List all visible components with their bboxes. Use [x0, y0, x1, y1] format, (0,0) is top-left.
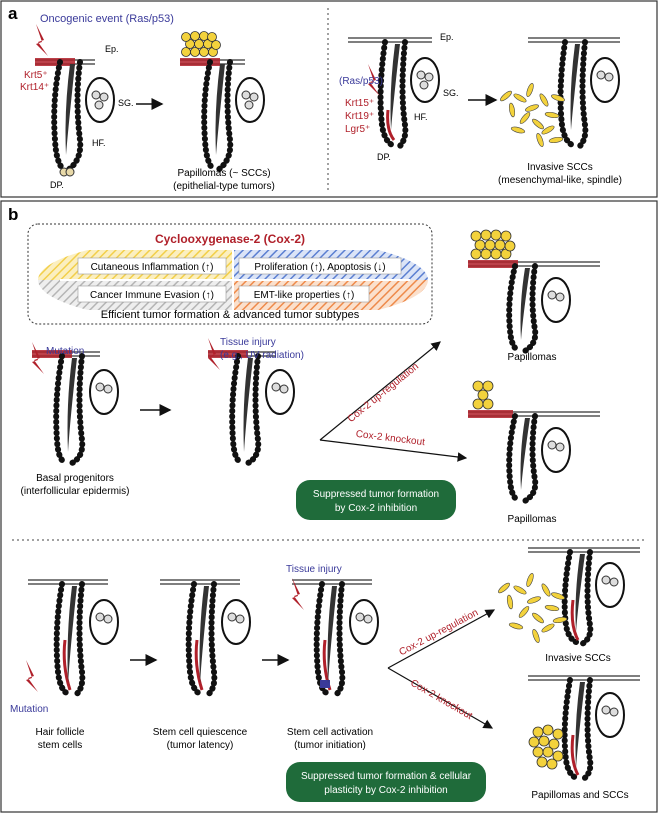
suppressed-box — [296, 480, 456, 520]
panel-b-label: b — [8, 205, 18, 224]
suppressed-text: by Cox-2 inhibition — [335, 503, 417, 514]
hf-label: HF. — [414, 112, 428, 122]
follicle-papilloma-bottom — [468, 380, 600, 505]
arrow-up-regulation — [387, 609, 496, 669]
cox2-up-label: Cox-2 up-regulation — [397, 607, 480, 658]
quad-inflammation: Cutaneous Inflammation (↑) — [91, 262, 214, 273]
panel-a-frame — [0, 0, 658, 198]
basal-label: Basal progenitors — [36, 473, 114, 484]
cox2-box — [27, 223, 433, 325]
uv-label: (e.g., UV radiation) — [220, 350, 304, 361]
sg-label: SG. — [443, 88, 459, 98]
arrow-up-regulation — [319, 341, 441, 441]
dp-label: DP. — [50, 180, 64, 190]
krt15-label: Krt15⁺ — [345, 98, 374, 109]
quiescence-sublabel: (tumor latency) — [167, 740, 234, 751]
mutation-label: Mutation — [46, 346, 84, 357]
hfsc-label: Hair follicle — [36, 727, 85, 738]
oncogenic-event-label: Oncogenic event (Ras/p53) — [40, 13, 174, 25]
papillomas-label: Papillomas — [508, 514, 557, 525]
tissue-injury-label: Tissue injury — [286, 564, 342, 575]
invasive-label: Invasive SCCs — [545, 653, 611, 664]
follicle-activation — [292, 579, 379, 699]
lightning-icon — [208, 338, 220, 370]
hfsc-sublabel: stem cells — [38, 740, 82, 751]
cox2-title: Cyclooxygenase-2 (Cox-2) — [155, 232, 305, 246]
ep-label: Ep. — [105, 44, 119, 54]
lightning-icon — [292, 578, 304, 610]
mutation-label: Mutation — [10, 704, 48, 715]
krt19-label: Krt19⁺ — [345, 111, 374, 122]
follicle-basal — [32, 350, 119, 467]
quad-box — [77, 285, 227, 303]
panel-b-frame — [0, 200, 658, 813]
arrow-knockout — [387, 667, 494, 729]
papillomas-label: Papillomas (~ SCCs) — [177, 168, 270, 179]
tissue-injury-label: Tissue injury — [220, 337, 276, 348]
follicle-papilloma-top — [468, 229, 600, 355]
papillomas-sublabel: (epithelial-type tumors) — [173, 181, 275, 192]
arrow-knockout — [319, 439, 468, 462]
cox2-up-label: Cox-2 up-regulation — [346, 361, 421, 425]
follicle-papillomas-sccs — [528, 675, 640, 783]
krt5-label: Krt5⁺ — [24, 70, 48, 81]
efficient-text: Efficient tumor formation & advanced tum… — [101, 309, 360, 321]
activation-sublabel: (tumor initiation) — [294, 740, 366, 751]
suppressed-text: plasticity by Cox-2 inhibition — [324, 785, 447, 796]
papillomas-label: Papillomas — [508, 352, 557, 363]
follicle-a4 — [500, 37, 620, 151]
ras-p53-label: (Ras/p53) — [339, 76, 383, 87]
papillomas-sccs-label: Papillomas and SCCs — [531, 790, 628, 801]
lightning-icon — [32, 342, 44, 374]
quad-emt: EMT-like properties (↑) — [254, 290, 355, 301]
quad-box — [238, 257, 402, 275]
quad-box — [77, 257, 227, 275]
dp-label: DP. — [377, 152, 391, 162]
quad-box — [238, 285, 370, 303]
quad-immune: Cancer Immune Evasion (↑) — [90, 290, 214, 301]
follicle-a3 — [348, 37, 440, 151]
quad-proliferation: Proliferation (↑), Apoptosis (↓) — [254, 262, 385, 273]
follicle-injury-upper — [208, 350, 295, 467]
suppressed-box — [286, 762, 486, 802]
hf-label: HF. — [92, 138, 106, 148]
follicle-a2 — [180, 31, 265, 173]
follicle-quiescence — [160, 579, 251, 699]
invasive-sublabel: (mesenchymal-like, spindle) — [498, 175, 622, 186]
suppressed-text: Suppressed tumor formation & cellular — [301, 771, 472, 782]
follicle-invasive — [498, 547, 640, 647]
quiescence-label: Stem cell quiescence — [153, 727, 248, 738]
activation-label: Stem cell activation — [287, 727, 373, 738]
suppressed-text: Suppressed tumor formation — [313, 489, 439, 500]
basal-sublabel: (interfollicular epidermis) — [21, 486, 130, 497]
invasive-label: Invasive SCCs — [527, 162, 593, 173]
ep-label: Ep. — [440, 32, 454, 42]
cox2-ko-label: Cox-2 knockout — [408, 678, 474, 722]
panel-a-label: a — [8, 4, 18, 23]
lgr5-label: Lgr5⁺ — [345, 124, 370, 135]
follicle-a1 — [35, 58, 115, 177]
sg-label: SG. — [118, 98, 134, 108]
krt14-label: Krt14⁺ — [20, 82, 49, 93]
lightning-icon — [26, 660, 38, 692]
follicle-hfsc — [28, 579, 119, 699]
lightning-icon — [368, 64, 380, 96]
lightning-icon — [36, 24, 48, 56]
